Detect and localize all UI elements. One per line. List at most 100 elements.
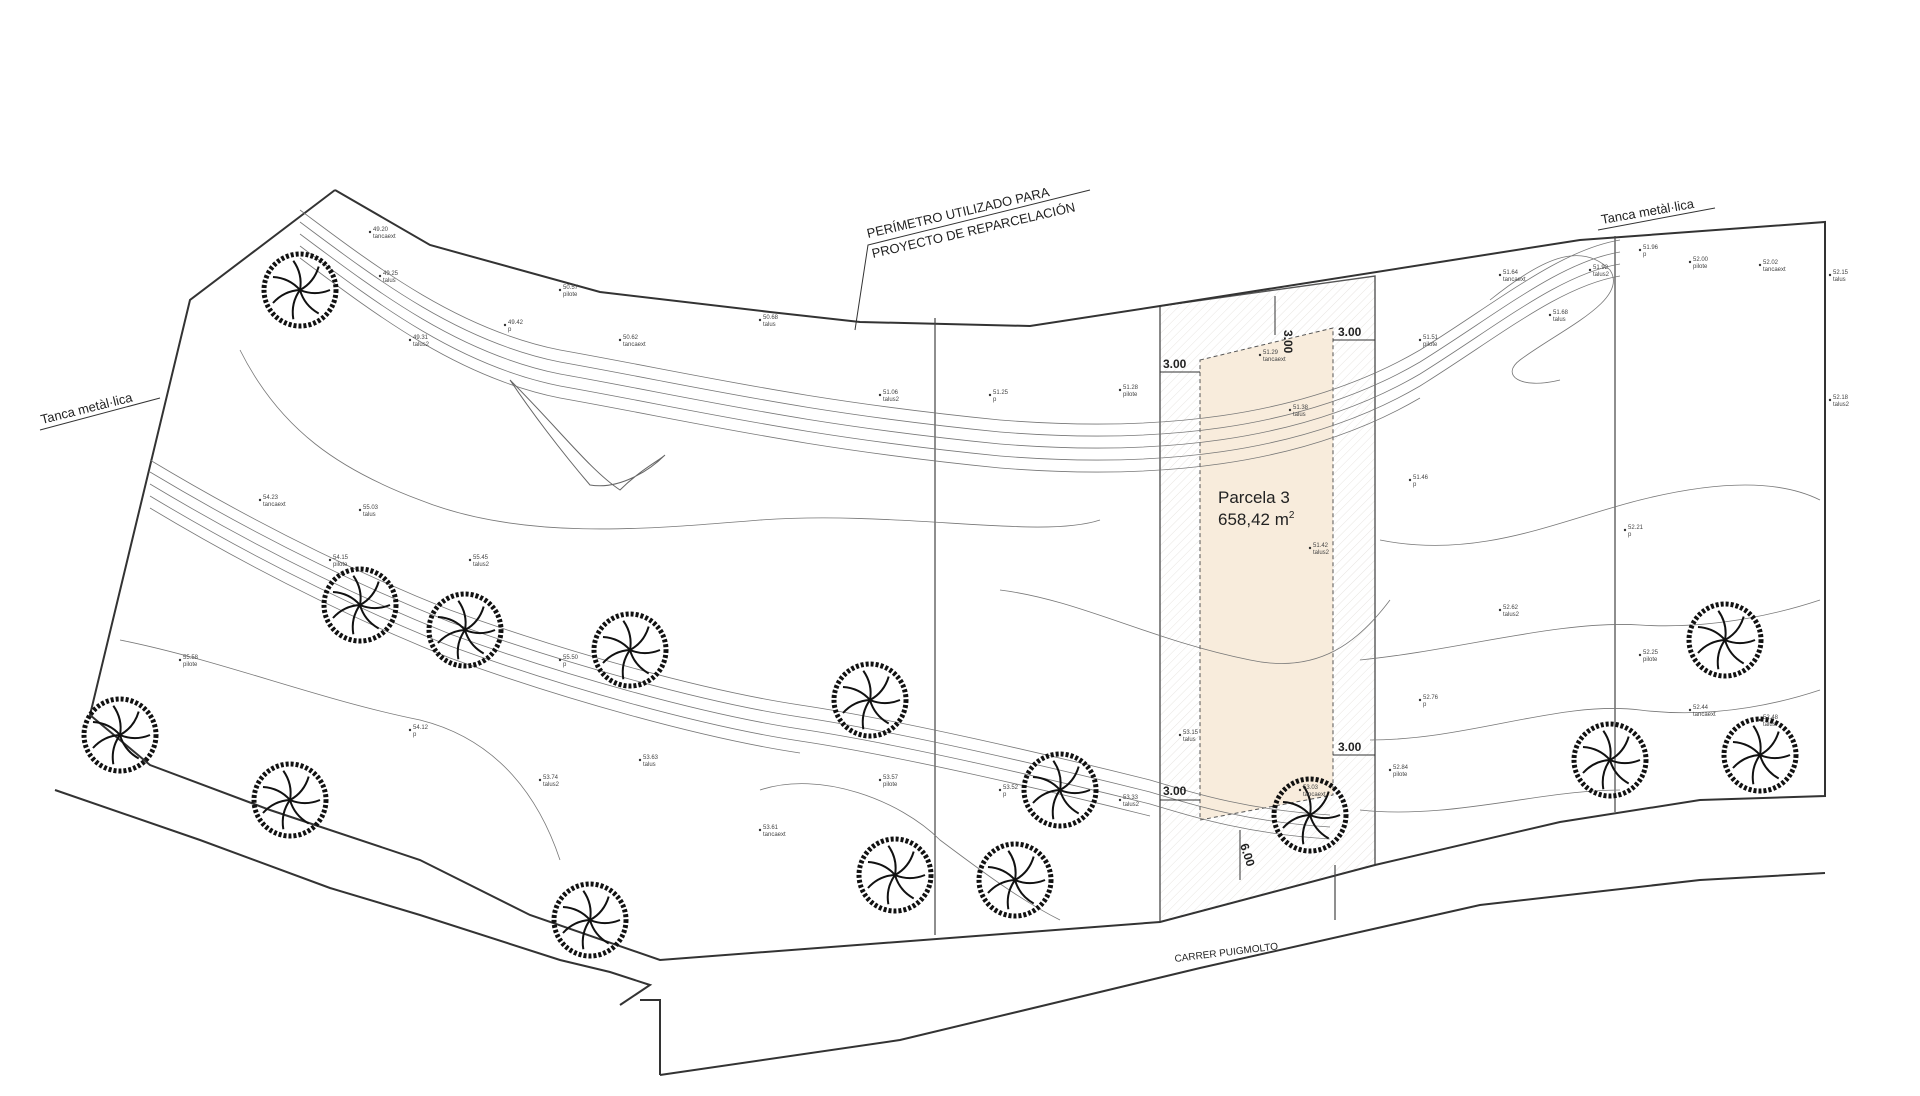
survey-point-elevation: 51.28: [1123, 385, 1139, 391]
setback-top: 3.00: [1281, 330, 1295, 354]
survey-point-code: p: [563, 662, 567, 668]
survey-point-code: p: [1413, 482, 1417, 488]
survey-point-elevation: 52.76: [1423, 695, 1439, 701]
survey-point-elevation: 54.15: [333, 555, 349, 561]
survey-point-elevation: 49.25: [383, 271, 399, 277]
survey-point-elevation: 52.00: [1693, 257, 1709, 263]
survey-point-elevation: 49.20: [373, 227, 389, 233]
survey-point-elevation: 55.50: [563, 655, 579, 661]
survey-point-code: pilote: [1693, 264, 1708, 270]
tree-symbol: [1021, 751, 1099, 829]
survey-point-elevation: 53.33: [1123, 795, 1139, 801]
survey-point: 49.42p: [503, 320, 524, 333]
fence-label-left: Tanca metàl·lica: [39, 389, 161, 431]
survey-point-elevation: 52.15: [1833, 270, 1849, 276]
survey-point-code: talus2: [413, 342, 430, 348]
tree-symbol: [976, 841, 1054, 919]
parcel-3-area[interactable]: [1159, 275, 1376, 923]
survey-point-code: tancaext: [373, 234, 396, 240]
survey-point-elevation: 51.25: [993, 390, 1009, 396]
survey-point-code: talus: [363, 512, 376, 518]
parcel-name: Parcela 3: [1218, 488, 1290, 507]
survey-point-elevation: 52.18: [1833, 395, 1849, 401]
parcel-area: 658,42 m2: [1218, 510, 1295, 529]
survey-point-elevation: 51.38: [1293, 405, 1309, 411]
survey-point-code: p: [1003, 792, 1007, 798]
survey-point-code: p: [1643, 252, 1647, 258]
survey-point-elevation: 55.45: [473, 555, 489, 561]
survey-point-code: talus2: [1503, 612, 1520, 618]
survey-point-code: talus: [763, 322, 776, 328]
survey-point: 53.52p: [998, 785, 1019, 798]
survey-point-elevation: 51.46: [1413, 475, 1429, 481]
survey-point-elevation: 52.44: [1693, 705, 1709, 711]
survey-point-elevation: 53.61: [763, 825, 779, 831]
survey-point-code: talus: [383, 278, 396, 284]
setback-dimensions: [1160, 296, 1375, 880]
survey-point-elevation: 53.52: [1003, 785, 1019, 791]
survey-point-elevation: 51.51: [1423, 335, 1439, 341]
fence-label-right-text: Tanca metàl·lica: [1600, 196, 1696, 227]
survey-point-code: tancaext: [623, 342, 646, 348]
survey-point-code: tancaext: [263, 502, 286, 508]
survey-point-elevation: 52.02: [1763, 260, 1779, 266]
street-edges: [54, 789, 1826, 1076]
survey-point-elevation: 55.58: [183, 655, 199, 661]
survey-point-elevation: 50.68: [763, 315, 779, 321]
contour-closed-shape: [509, 379, 666, 491]
survey-point-elevation: 53.63: [643, 755, 659, 761]
survey-point-code: talus2: [1833, 402, 1850, 408]
survey-point-code: talus: [1183, 737, 1196, 743]
survey-point-elevation: 51.68: [1553, 310, 1569, 316]
survey-point-elevation: 53.03: [1303, 785, 1319, 791]
survey-point-code: tancaext: [1303, 792, 1326, 798]
tree-symbol: [1686, 601, 1764, 679]
tree-symbol: [426, 591, 504, 669]
tree-symbol: [251, 761, 329, 839]
survey-point: 55.50p: [558, 655, 579, 668]
tree-symbol: [856, 836, 934, 914]
parcel-area-value: 658,42 m: [1218, 510, 1289, 529]
survey-point-elevation: 53.74: [543, 775, 559, 781]
setback-top-right: 3.00: [1338, 325, 1362, 339]
survey-point-code: tancaext: [1693, 712, 1716, 718]
survey-point-elevation: 51.42: [1313, 543, 1329, 549]
survey-point-code: pilote: [333, 562, 348, 568]
survey-point-code: p: [1423, 702, 1427, 708]
survey-point-code: p: [508, 327, 512, 333]
survey-points: 49.20tancaext49.25talus49.31talus249.42p…: [178, 227, 1850, 838]
survey-point-code: talus2: [543, 782, 560, 788]
survey-point-elevation: 52.25: [1643, 650, 1659, 656]
survey-point-code: talus2: [1313, 550, 1330, 556]
survey-point: 51.25p: [988, 390, 1009, 403]
trees: [81, 251, 1799, 959]
survey-point: 51.96p: [1638, 245, 1659, 258]
site-perimeter: [88, 189, 1826, 962]
setback-bottom: 6.00: [1237, 842, 1258, 869]
survey-point-code: p: [413, 732, 417, 738]
survey-point-elevation: 51.06: [883, 390, 899, 396]
survey-point-elevation: 53.15: [1183, 730, 1199, 736]
survey-point-elevation: 51.92: [1593, 265, 1609, 271]
